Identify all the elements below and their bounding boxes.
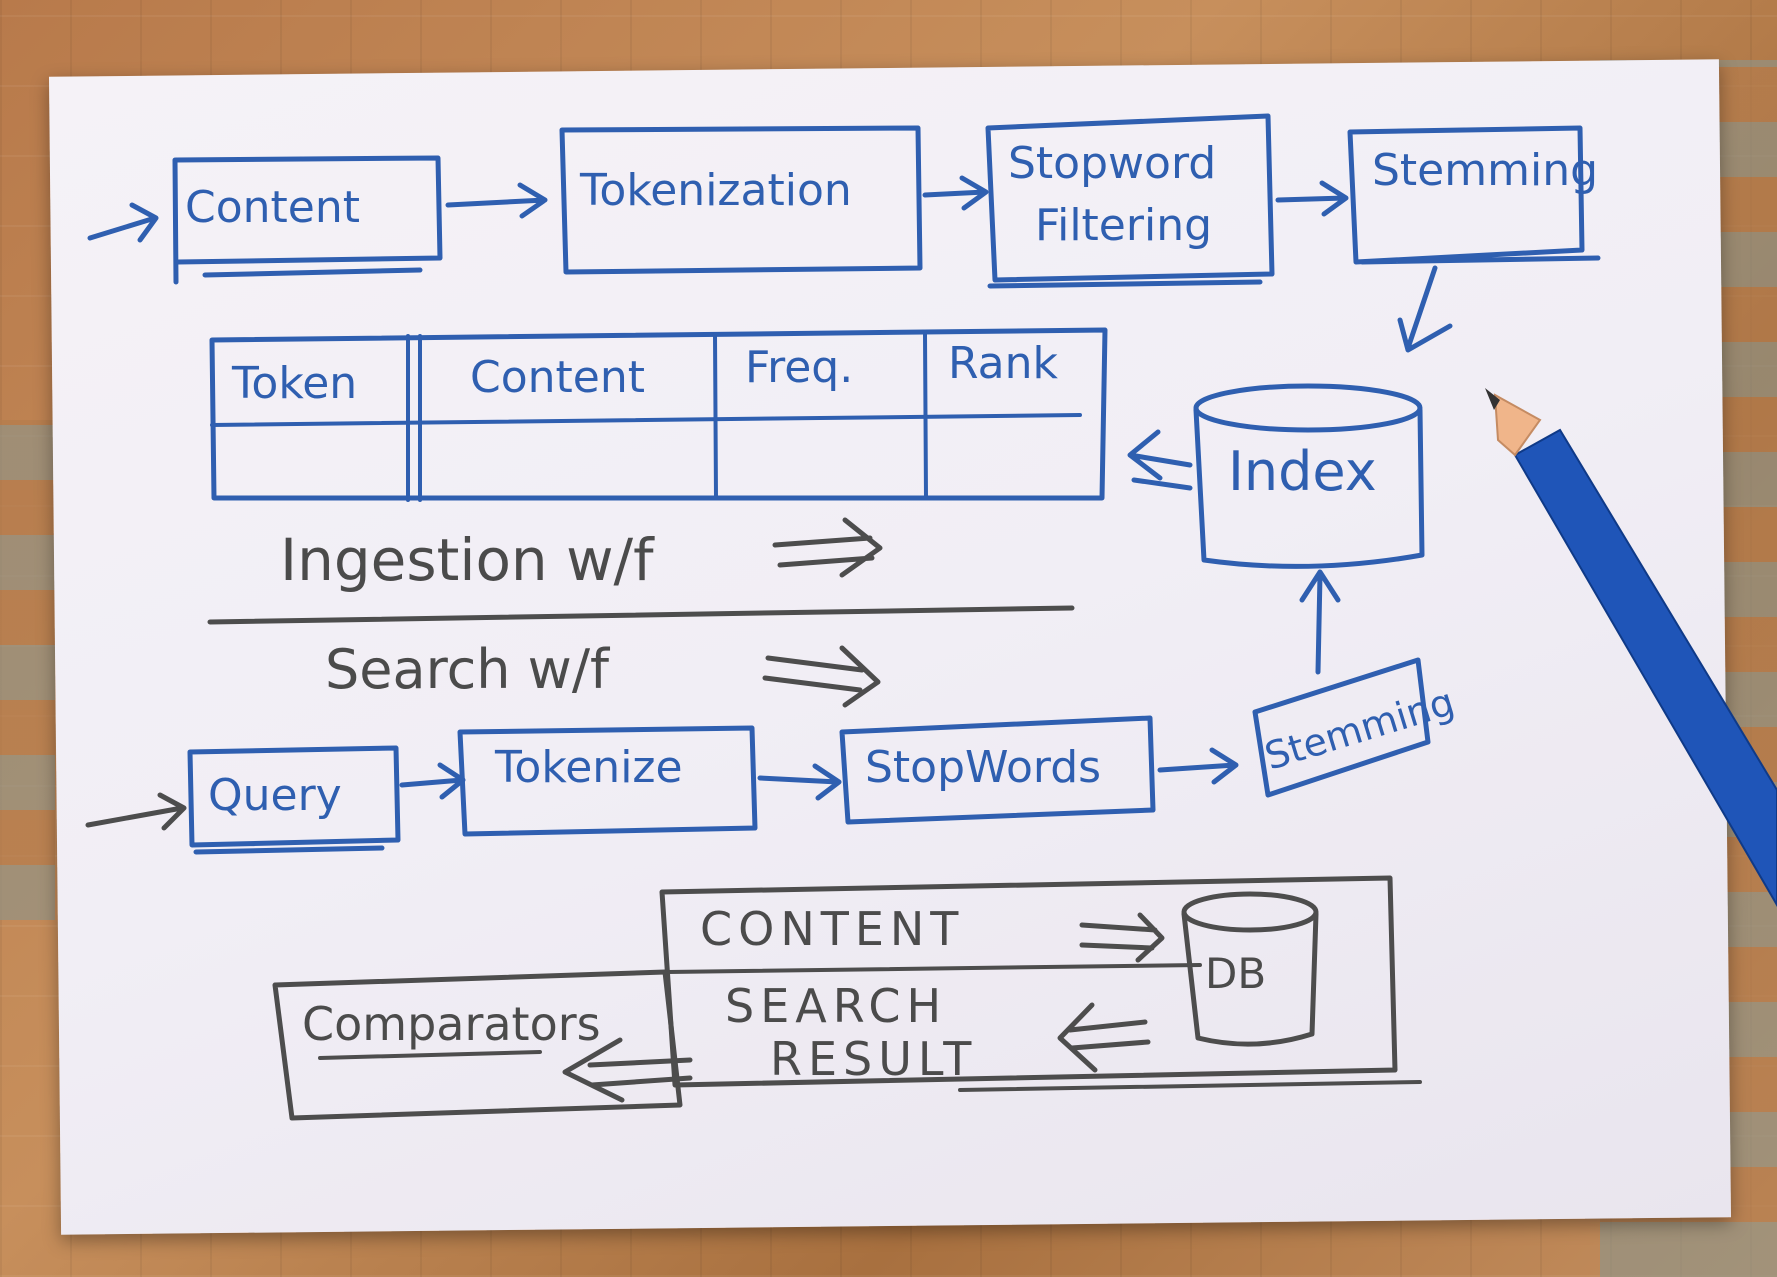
db-label: DB xyxy=(1205,949,1266,998)
ingestion-double-arrow xyxy=(772,517,883,578)
token-table: Token Content Freq. Rank xyxy=(209,327,1108,502)
stopwords-box: StopWords xyxy=(839,715,1156,825)
arrow-stopword-to-stemming xyxy=(1275,180,1349,217)
table-header-rank: Rank xyxy=(948,338,1058,389)
index-cylinder: Index xyxy=(1127,383,1425,569)
content-label: CONTENT xyxy=(700,902,964,956)
query-box-label: Query xyxy=(208,770,342,821)
stopwords-box-label: StopWords xyxy=(865,742,1101,793)
stemming-box: Stemming xyxy=(1347,125,1601,265)
tokenization-box: Tokenization xyxy=(559,125,923,275)
table-header-content: Content xyxy=(470,352,645,403)
comparators-box: Comparators xyxy=(272,969,693,1121)
search-result-line1: SEARCH xyxy=(725,979,947,1033)
search-workflow-label: Search w/f xyxy=(325,638,881,708)
arrow-content-to-tokenization xyxy=(445,182,548,219)
search-pipeline: Query Tokenize StopWords Stemming xyxy=(85,569,1459,855)
arrow-index-to-table xyxy=(1127,429,1193,491)
ingestion-pipeline: Content Tokenization Stopword Filtering … xyxy=(87,113,1601,353)
tokenization-box-label: Tokenization xyxy=(579,165,852,216)
stopword-box-label-line1: Stopword xyxy=(1008,138,1216,189)
workflow-divider xyxy=(207,605,1075,625)
search-stemming-box: Stemming xyxy=(1252,657,1459,798)
ingestion-workflow-label: Ingestion w/f xyxy=(280,517,883,594)
stopword-box-label-line2: Filtering xyxy=(1035,200,1212,251)
arrow-tokenization-to-stopword xyxy=(922,175,989,211)
content-box-label: Content xyxy=(185,182,360,233)
comparators-label: Comparators xyxy=(302,997,601,1051)
stopword-filtering-box: Stopword Filtering xyxy=(985,113,1275,289)
table-header-token: Token xyxy=(231,358,357,409)
arrow-stopwords-to-stemming xyxy=(1157,747,1239,785)
db-to-search-result-arrow xyxy=(1057,1002,1151,1073)
arrow-tokenize-to-stopwords xyxy=(757,763,842,801)
stemming-box-label: Stemming xyxy=(1372,145,1598,196)
tokenize-box-label: Tokenize xyxy=(494,742,683,793)
search-label: Search w/f xyxy=(325,638,611,701)
storage-section: CONTENT DB SEARCH RESULT xyxy=(659,875,1422,1092)
arrow-query-to-tokenize xyxy=(399,762,466,800)
arrow-stemming-to-index xyxy=(1397,265,1453,353)
table-header-freq: Freq. xyxy=(745,342,853,393)
ingestion-label: Ingestion w/f xyxy=(280,526,655,594)
query-box: Query xyxy=(187,745,401,855)
entry-arrow-query xyxy=(85,792,187,831)
db-cylinder: DB xyxy=(1181,891,1319,1047)
floor-tile-strip-left xyxy=(0,420,55,920)
tokenize-box: Tokenize xyxy=(457,725,758,837)
pencil xyxy=(1485,388,1777,907)
content-to-db-arrow xyxy=(1079,912,1165,963)
arrow-stemming-to-index xyxy=(1299,569,1341,675)
search-result-to-comparators-arrow xyxy=(562,1037,693,1103)
search-result-line2: RESULT xyxy=(770,1032,977,1086)
index-label: Index xyxy=(1228,440,1377,503)
entry-arrow-content xyxy=(87,202,159,243)
content-box: Content xyxy=(172,155,443,285)
search-double-arrow xyxy=(762,645,881,708)
